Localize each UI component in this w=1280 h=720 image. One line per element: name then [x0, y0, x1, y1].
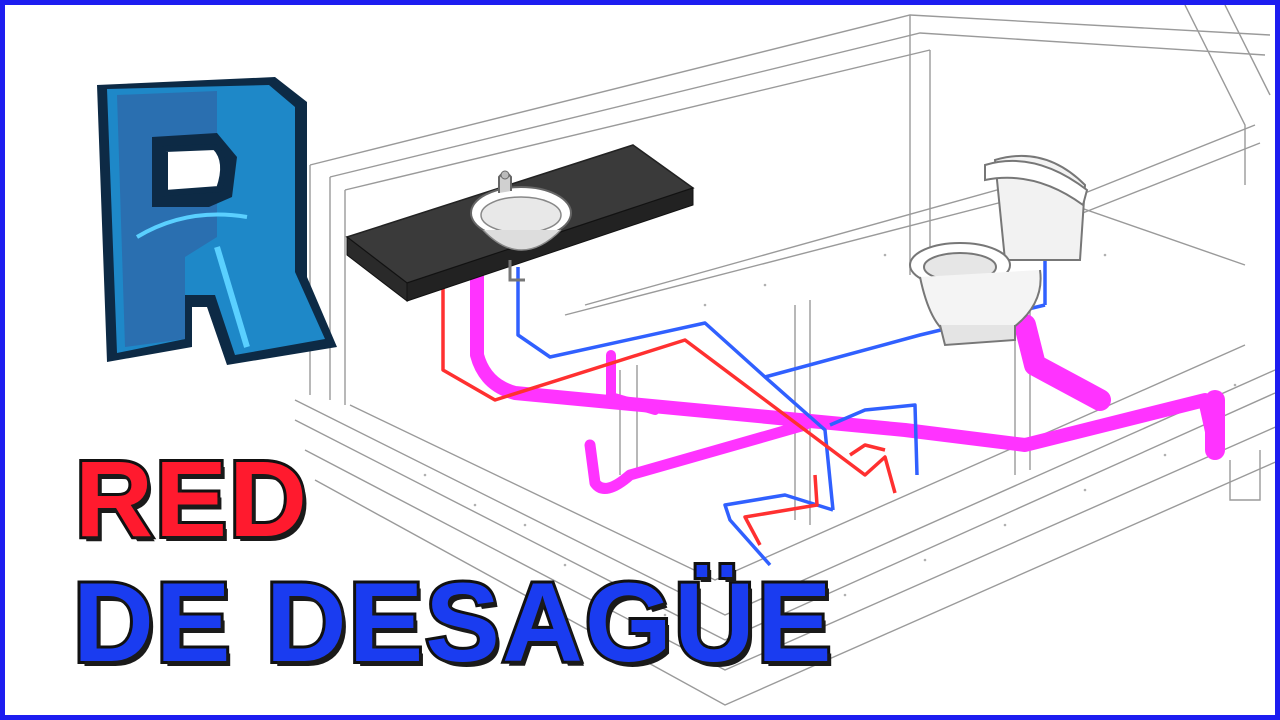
- drain-pipes: [470, 268, 1225, 494]
- plumbing-scene: [97, 5, 1275, 706]
- hot-water-pipes: [441, 280, 897, 546]
- slab-texture: [423, 253, 1237, 637]
- revit-logo-icon: [97, 77, 337, 365]
- toilet-icon: [909, 154, 1089, 347]
- building-structure: [294, 5, 1275, 706]
- title-line-1: RED: [72, 438, 310, 559]
- cold-water-pipes: [516, 260, 1047, 567]
- sink-icon: [345, 144, 695, 303]
- title-line-2: DE DESAGÜE: [70, 560, 835, 685]
